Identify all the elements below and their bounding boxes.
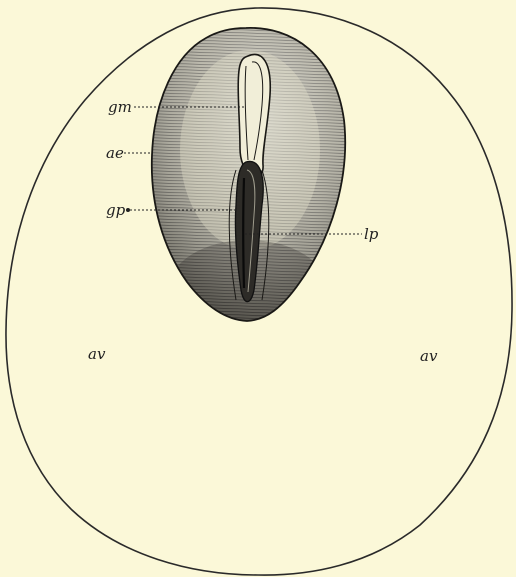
gp-leader-dot bbox=[126, 208, 130, 212]
label-av-right: av bbox=[420, 347, 438, 365]
label-lp: lp bbox=[364, 225, 379, 243]
label-ae: ae bbox=[106, 144, 124, 162]
label-gp: gp bbox=[106, 201, 126, 219]
label-av-left: av bbox=[88, 345, 106, 363]
label-gm: gm bbox=[108, 98, 132, 116]
